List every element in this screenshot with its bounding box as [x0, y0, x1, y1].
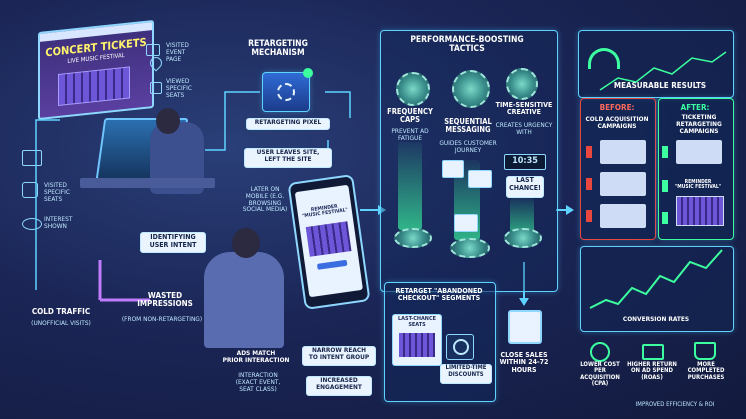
- narrow-reach-box: NARROW REACH TO INTENT GROUP: [302, 346, 376, 366]
- person-with-phone-head: [232, 228, 260, 258]
- time-sensitive-gear-icon: [506, 68, 538, 100]
- frequency-caps-label: FREQUENCY CAPS: [387, 107, 433, 124]
- dollar-circle-icon: [590, 342, 610, 362]
- down-arrow-icon-1: [586, 146, 592, 158]
- desk: [80, 178, 215, 188]
- person-head: [156, 108, 180, 134]
- wasted-impressions-label: WASTED IMPRESSIONS: [137, 291, 193, 309]
- sequential-messaging-label: SEQUENTIAL MESSAGING: [444, 117, 492, 134]
- conversion-rates-label: CONVERSION RATES: [622, 315, 690, 323]
- visited-event-page-label: VISITED EVENT PAGE: [166, 41, 189, 63]
- base-gear-1-icon: [394, 228, 432, 248]
- conversion-chart-panel: [580, 246, 734, 332]
- higher-return-label: HIGHER RETURN ON AD SPEND (ROAS): [627, 361, 677, 381]
- before-item-3: [600, 204, 646, 228]
- stopwatch-tile: [446, 334, 474, 360]
- lower-cost-label: LOWER COST PER ACQUISITION (CPA): [580, 361, 620, 387]
- ads-match-box: ADS MATCH PRIOR INTERACTION: [222, 349, 290, 365]
- increased-engagement-box: INCREASED ENGAGEMENT: [306, 376, 372, 396]
- after-ad-title: REMINDER "MUSIC FESTIVAL": [674, 179, 722, 191]
- down-arrow-icon-3: [586, 210, 592, 222]
- interest-shown-label: INTEREST SHOWN: [44, 215, 73, 230]
- close-sales-label: CLOSE SALES WITHIN 24-72 HOURS: [499, 351, 549, 374]
- retargeting-pixel-box: RETARGETING PIXEL: [246, 118, 330, 130]
- cold-traffic-sublabel: (UNOFFICIAL VISITS): [31, 319, 91, 327]
- eye-icon: [22, 218, 42, 230]
- calendar-icon: [508, 310, 542, 344]
- last-chance-box: LAST CHANCE!: [506, 176, 544, 198]
- footer-label: IMPROVED EFFICIENCY & ROI: [635, 401, 715, 408]
- sequential-messaging-gear-icon: [452, 70, 490, 108]
- more-purchases-label: MORE COMPLETED PURCHASES: [687, 361, 725, 381]
- after-desc: TICKETING RETARGETING CAMPAIGNS: [676, 113, 722, 135]
- cursor-box-icon: [22, 150, 42, 166]
- last-chance-seats-card: LAST-CHANCE SEATS: [392, 314, 442, 366]
- retargeting-heading: RETARGETING MECHANISM: [248, 39, 308, 58]
- interaction-detail-label: INTERACTION (EXACT EVENT, SEAT CLASS): [235, 371, 281, 393]
- time-sensitive-desc: CREATES URGENCY WITH: [495, 121, 553, 136]
- base-gear-3-icon: [504, 228, 542, 248]
- sequential-messaging-desc: GUIDES CUSTOMER JOURNEY: [439, 139, 497, 154]
- frequency-caps-gear-icon: [396, 72, 430, 106]
- up-arrow-icon-3: [662, 212, 668, 224]
- limited-time-discounts-box: LIMITED-TIME DISCOUNTS: [440, 364, 492, 384]
- visited-specific-seats-label: VISITED SPECIFIC SEATS: [44, 181, 70, 203]
- before-label: BEFORE:: [599, 103, 635, 112]
- ad-card-1: [442, 160, 464, 178]
- base-gear-2-icon: [450, 238, 490, 258]
- up-arrow-icon-2: [662, 180, 668, 192]
- cold-traffic-label: COLD TRAFFIC: [31, 307, 91, 316]
- after-item-1: [676, 140, 722, 164]
- before-desc: COLD ACQUISITION CAMPAIGNS: [585, 115, 649, 130]
- ad-card-3: [454, 214, 478, 232]
- time-sensitive-label: TIME-SENSITIVE CREATIVE: [495, 101, 553, 117]
- money-icon: [642, 344, 664, 360]
- countdown-display: 10:35: [504, 154, 546, 170]
- user-leaves-box: USER LEAVES SITE, LEFT THE SITE: [244, 148, 332, 168]
- after-label: AFTER:: [680, 103, 710, 112]
- abandoned-checkout-label: RETARGET "ABANDONED CHECKOUT" SEGMENTS: [395, 287, 483, 303]
- countdown-value: 10:35: [512, 156, 538, 166]
- seats-icon: [150, 82, 162, 94]
- seat-chair-icon: [22, 182, 38, 198]
- check-badge-icon: [303, 68, 313, 78]
- tactics-heading: PERFORMANCE-BOOSTING TACTICS: [410, 35, 524, 54]
- identifying-user-intent-box: IDENTIFYING USER INTENT: [140, 232, 206, 253]
- ad-card-2: [468, 170, 492, 188]
- monitor-icon: [146, 44, 160, 56]
- down-arrow-icon-2: [586, 178, 592, 190]
- later-on-mobile-label: LATER ON MOBILE (E.G. BROWSING SOCIAL ME…: [242, 185, 288, 214]
- before-item-2: [600, 172, 646, 196]
- after-item-2: [676, 196, 724, 226]
- before-item-1: [600, 140, 646, 164]
- last-chance-seats-label: LAST-CHANCE SEATS: [398, 316, 436, 328]
- stopwatch-icon: [453, 339, 469, 355]
- wasted-impressions-sublabel: (FROM NON-RETARGETING): [121, 315, 203, 323]
- person-with-phone: [204, 252, 284, 348]
- gauge-icon: [588, 48, 620, 69]
- pixel-tile: [262, 72, 310, 112]
- beam-frequency: [398, 142, 422, 230]
- frequency-caps-desc: PREVENT AD FATIGUE: [391, 127, 429, 142]
- viewed-specific-seats-label: VIEWED SPECIFIC SEATS: [166, 77, 192, 99]
- up-arrow-icon-1: [662, 146, 668, 158]
- seats-thumbnail: [399, 333, 435, 357]
- pixel-gear-icon: [277, 83, 295, 101]
- results-heading: MEASURABLE RESULTS: [613, 81, 707, 90]
- cart-icon: [694, 342, 716, 360]
